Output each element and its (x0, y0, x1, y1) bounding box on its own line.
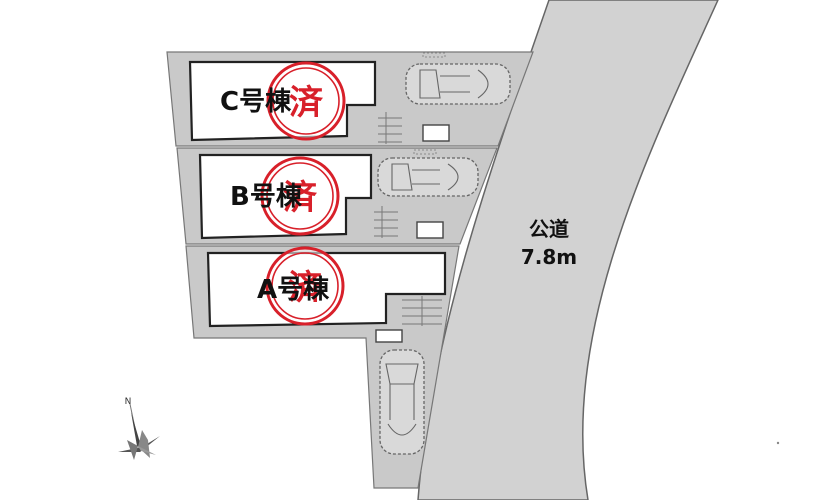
lot-b[interactable]: 済 B号棟 (176, 147, 498, 245)
compass-north-label: N (125, 397, 132, 407)
lot-c[interactable]: 済 C号棟 (166, 51, 534, 147)
lot-a-stamp-text: 済 (288, 268, 323, 308)
lot-a-meter-box (375, 329, 403, 343)
lot-c-stairs (378, 112, 402, 144)
lot-c-parking-car-icon (405, 63, 511, 105)
lot-b-label: B号棟 (230, 182, 303, 212)
compass-rose-icon: N (118, 397, 160, 460)
lot-c-meter-box (422, 124, 450, 142)
lot-c-stamp-text: 済 (289, 83, 324, 123)
lot-b-stamp-text: 済 (283, 178, 318, 218)
tiny-dot (776, 441, 780, 445)
lot-c-fence-top (422, 52, 446, 58)
road-name: 公道 (529, 217, 569, 241)
lot-b-fence-top (413, 149, 437, 155)
lot-a-sold-stamp: 済 (265, 246, 345, 326)
lot-b-stairs (374, 206, 398, 238)
lot-b-meter-box (416, 221, 444, 239)
lot-a-stairs (402, 296, 442, 326)
lot-b-sold-stamp: 済 (260, 156, 340, 236)
lot-a-parking-car-icon (379, 349, 425, 455)
road-width: 7.8m (521, 245, 577, 269)
lot-b-parking-car-icon (377, 157, 479, 197)
lot-c-label: C号棟 (220, 87, 292, 117)
lot-a[interactable]: 済 A号棟 (185, 245, 460, 489)
lot-c-sold-stamp: 済 (266, 61, 346, 141)
lot-a-label: A号棟 (257, 275, 330, 305)
